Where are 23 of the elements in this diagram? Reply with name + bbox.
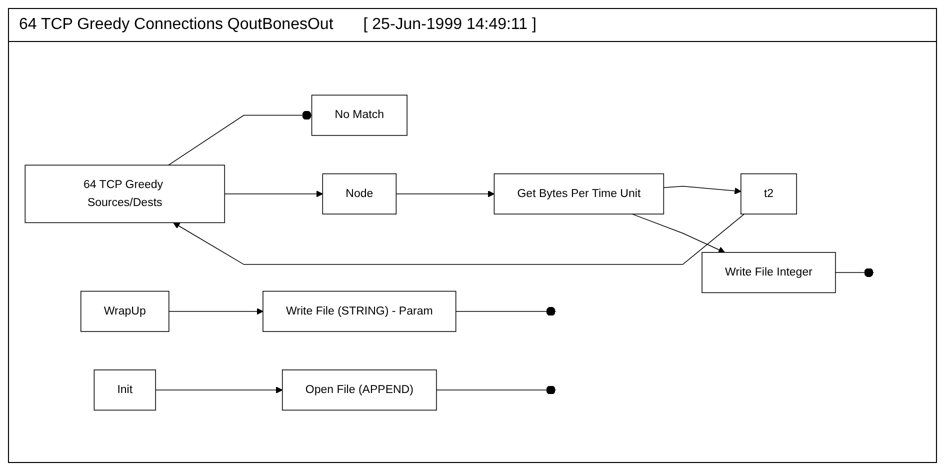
- node-box: 64 TCP Greedy Sources/Dests: [24, 164, 225, 223]
- connector: [455, 306, 556, 316]
- connector: [436, 385, 556, 394]
- connector: [168, 110, 312, 166]
- timestamp-label: [ 25-Jun-1999 14:49:11 ]: [363, 16, 536, 34]
- connector: [835, 268, 874, 278]
- node-box: Write File (STRING) - Param: [262, 290, 456, 332]
- arrow: [663, 186, 742, 194]
- node-box: Write File Integer: [702, 252, 836, 293]
- node-box: Open File (APPEND): [282, 369, 437, 410]
- arrow: [173, 214, 745, 265]
- node-box: Node: [322, 173, 397, 214]
- arrow: [632, 214, 726, 253]
- node-box: No Match: [311, 94, 408, 136]
- node-box: t2: [740, 173, 797, 214]
- arrow: [155, 386, 283, 394]
- arrow: [396, 190, 494, 198]
- node-box: Get Bytes Per Time Unit: [494, 173, 664, 214]
- node-box: WrapUp: [80, 290, 170, 332]
- node-box: Init: [94, 369, 156, 410]
- diagram-title: 64 TCP Greedy Connections QoutBonesOut: [19, 16, 334, 34]
- arrow: [224, 190, 323, 198]
- arrow: [168, 308, 264, 315]
